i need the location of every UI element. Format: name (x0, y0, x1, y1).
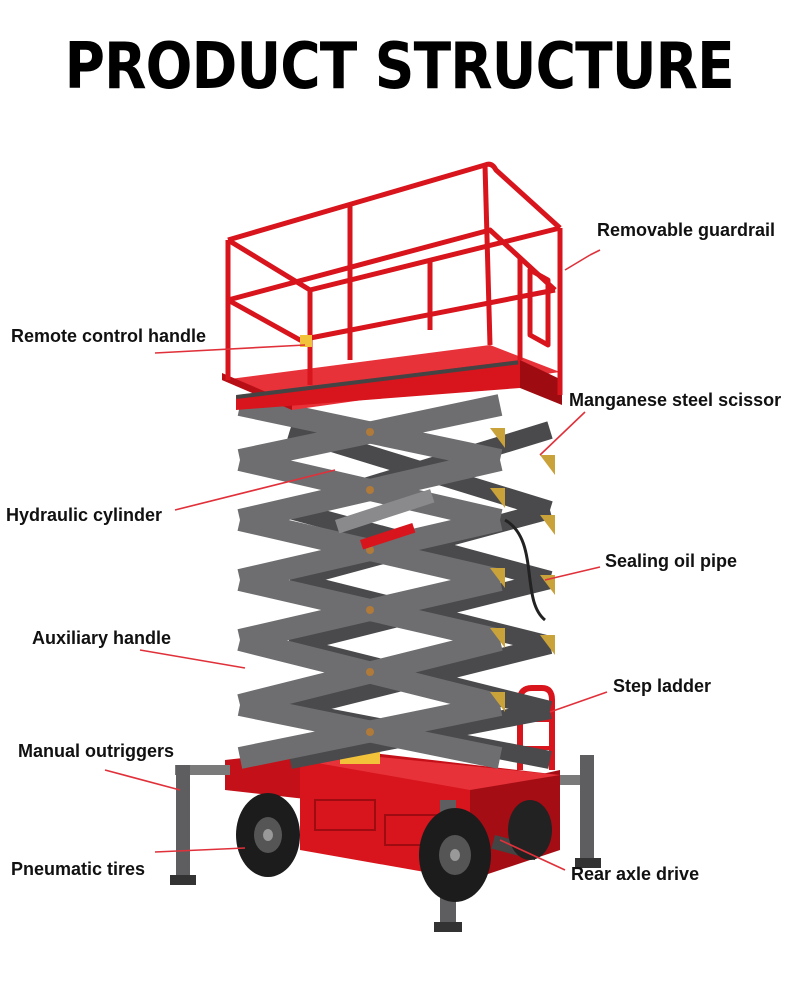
outrigger-rear (560, 755, 601, 868)
tire-rear (419, 808, 491, 902)
page-title: PRODUCT STRUCTURE (64, 30, 735, 104)
guardrail (225, 161, 563, 395)
label-hydraulic-cylinder: Hydraulic cylinder (6, 505, 163, 525)
label-rear-axle-drive: Rear axle drive (571, 864, 700, 884)
oil-pipe (504, 518, 547, 622)
label-auxiliary-handle: Auxiliary handle (32, 628, 172, 648)
hydraulic-cylinder (335, 489, 435, 550)
remote-control-box (300, 335, 312, 347)
label-manual-outriggers: Manual outriggers (18, 741, 175, 761)
label-step-ladder: Step ladder (613, 676, 712, 696)
label-remote-control-handle: Remote control handle (11, 326, 207, 346)
label-manganese-steel-scissor: Manganese steel scissor (569, 390, 782, 410)
leader-lines (104, 249, 608, 871)
platform (222, 345, 562, 410)
outrigger-front-left (170, 765, 230, 885)
label-sealing-oil-pipe: Sealing oil pipe (605, 551, 738, 571)
label-removable-guardrail: Removable guardrail (597, 220, 776, 240)
tire-front (236, 793, 300, 877)
scissor-stack (237, 394, 555, 769)
label-pneumatic-tires: Pneumatic tires (11, 859, 146, 879)
